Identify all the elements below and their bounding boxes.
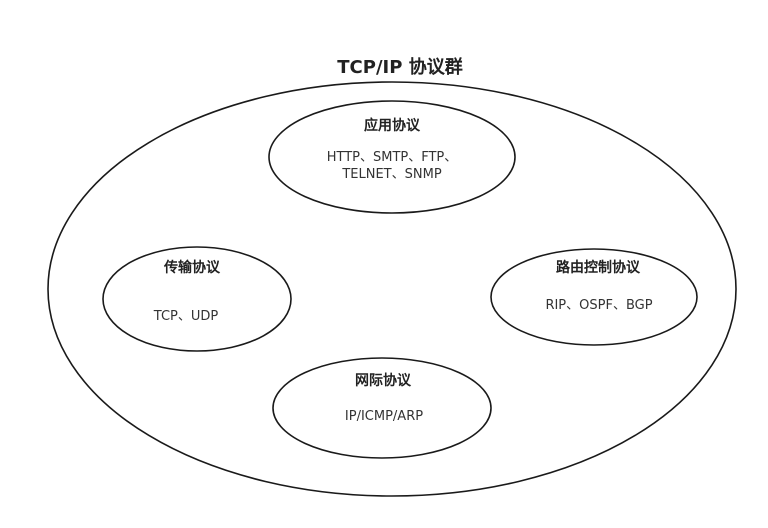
application-protocol-ellipse xyxy=(268,100,516,214)
routing-protocol-ellipse xyxy=(490,248,698,346)
diagram-title: TCP/IP 协议群 xyxy=(337,56,462,78)
transport-protocol-list: TCP、UDP xyxy=(153,309,219,324)
internet-protocol-ellipse xyxy=(272,357,492,459)
transport-protocol-ellipse xyxy=(102,246,292,352)
routing-protocol-list: RIP、OSPF、BGP xyxy=(545,298,652,313)
transport-protocol-title: 传输协议 xyxy=(163,259,221,276)
application-protocol-list-line-2: TELNET、SNMP xyxy=(341,167,441,182)
internet-protocol-title: 网际协议 xyxy=(355,372,412,389)
application-protocol-list-line-1: HTTP、SMTP、FTP、 xyxy=(327,150,458,165)
routing-protocol-node: 路由控制协议 RIP、OSPF、BGP xyxy=(490,248,698,346)
application-protocol-title: 应用协议 xyxy=(364,117,421,134)
internet-protocol-node: 网际协议 IP/ICMP/ARP xyxy=(272,357,492,459)
transport-protocol-node: 传输协议 TCP、UDP xyxy=(102,246,292,352)
routing-protocol-title: 路由控制协议 xyxy=(556,259,641,276)
internet-protocol-list: IP/ICMP/ARP xyxy=(345,409,423,424)
protocol-suite-ellipse xyxy=(47,81,737,497)
application-protocol-node: 应用协议 HTTP、SMTP、FTP、 TELNET、SNMP xyxy=(268,100,516,214)
